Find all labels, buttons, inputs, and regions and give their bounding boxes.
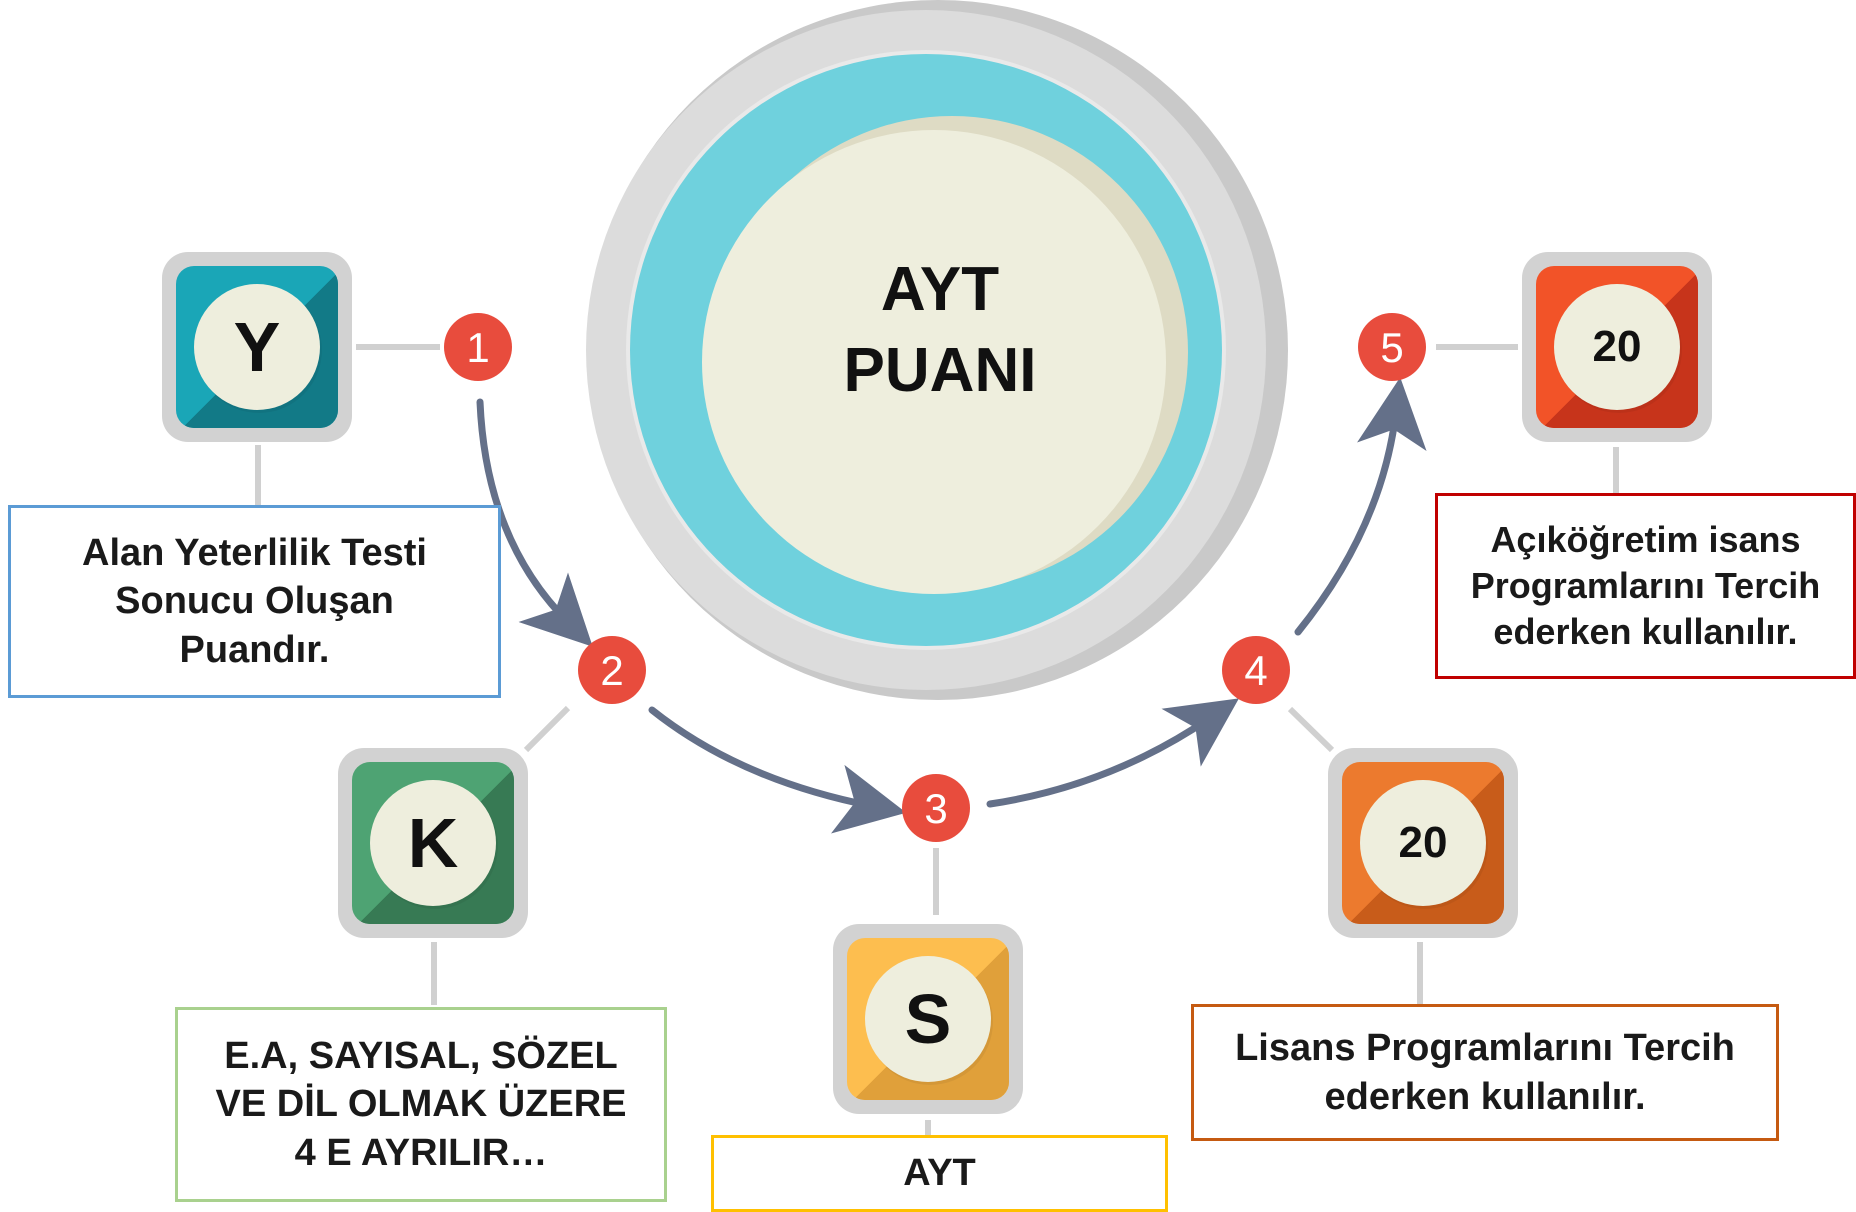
- step-number: 1: [466, 324, 489, 371]
- step-badge-3: 3: [902, 774, 970, 842]
- arrow-4-to-5: [1294, 377, 1427, 636]
- center-title-line2: PUANI: [843, 335, 1037, 405]
- caption-step-3: AYT: [711, 1135, 1168, 1212]
- tile-letter: S: [865, 956, 991, 1082]
- caption-step-1: Alan Yeterlilik Testi Sonucu Oluşan Puan…: [8, 505, 501, 698]
- connector-line: [1287, 706, 1335, 753]
- step-number: 2: [600, 647, 623, 694]
- flow-arrows: [476, 377, 1427, 834]
- tile-letter: K: [370, 780, 496, 906]
- arrow-1-to-2: [476, 398, 593, 647]
- center-title: AYT PUANI: [700, 250, 1180, 411]
- step-badge-4: 4: [1222, 636, 1290, 704]
- tile-letter: Y: [194, 284, 320, 410]
- step-badges: 1 2 3 4 5: [444, 313, 1426, 842]
- connector-line: [523, 705, 571, 753]
- step-badge-5: 5: [1358, 313, 1426, 381]
- caption-text: Alan Yeterlilik Testi Sonucu Oluşan Puan…: [82, 531, 427, 671]
- arrow-2-to-3: [648, 706, 907, 834]
- step-number: 4: [1244, 647, 1267, 694]
- tile-step-4: 20: [1328, 748, 1518, 938]
- tile-step-3: S: [833, 924, 1023, 1114]
- step-number: 5: [1380, 324, 1403, 371]
- tile-number: 20: [1554, 284, 1680, 410]
- tile-step-1: Y: [162, 252, 352, 442]
- tile-number: 20: [1360, 780, 1486, 906]
- tile-step-2: K: [338, 748, 528, 938]
- center-title-line1: AYT: [880, 255, 1000, 324]
- caption-text: AYT: [903, 1152, 976, 1195]
- center-circle: [586, 0, 1288, 700]
- caption-step-5: Açıköğretim isans Programlarını Tercih e…: [1435, 493, 1856, 679]
- caption-text: Açıköğretim isans Programlarını Tercih e…: [1470, 518, 1821, 653]
- caption-step-4: Lisans Programlarını Tercih ederken kull…: [1191, 1004, 1779, 1141]
- connector-lines: [255, 344, 1619, 1135]
- caption-text: Lisans Programlarını Tercih ederken kull…: [1235, 1026, 1735, 1118]
- caption-text: E.A, SAYISAL, SÖZEL VE DİL OLMAK ÜZERE 4…: [215, 1034, 627, 1174]
- step-badge-2: 2: [578, 636, 646, 704]
- caption-step-2: E.A, SAYISAL, SÖZEL VE DİL OLMAK ÜZERE 4…: [175, 1007, 667, 1202]
- step-number: 3: [924, 785, 947, 832]
- arrow-3-to-4: [986, 698, 1239, 808]
- step-badge-1: 1: [444, 313, 512, 381]
- tile-step-5: 20: [1522, 252, 1712, 442]
